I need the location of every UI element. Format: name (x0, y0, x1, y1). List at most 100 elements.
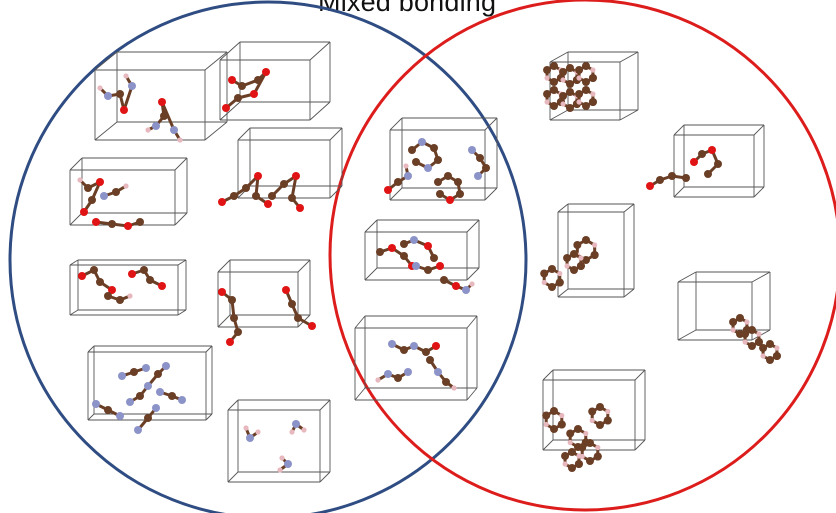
atom (376, 248, 384, 256)
atom (582, 102, 590, 110)
molecule (92, 400, 124, 420)
diagram-title: Mixed bonding (318, 0, 497, 17)
atom (568, 448, 576, 456)
atom (434, 178, 442, 186)
cell-edge (205, 345, 213, 353)
atom (422, 348, 430, 356)
cell-edge (484, 117, 498, 131)
atom (228, 296, 236, 304)
atom (646, 182, 654, 190)
atom (570, 266, 578, 274)
atom (250, 90, 258, 98)
atom (112, 188, 120, 196)
atom (394, 178, 402, 186)
atom (296, 204, 304, 212)
atom (92, 218, 100, 226)
atom (583, 430, 589, 437)
atom (595, 444, 601, 451)
atom (656, 176, 664, 184)
atom (288, 300, 296, 308)
molecule (573, 236, 599, 264)
unit-cell (219, 41, 331, 121)
atom (96, 278, 104, 286)
unit-cell (557, 203, 635, 298)
molecule (434, 172, 464, 204)
atom (588, 98, 597, 106)
cell-edge (753, 186, 765, 198)
atom (394, 374, 402, 382)
bond (122, 84, 134, 112)
atom (434, 368, 442, 376)
atom (774, 345, 780, 351)
unit-cell (364, 219, 480, 281)
atom (548, 283, 556, 291)
atom (567, 439, 573, 446)
cell-edge (174, 212, 188, 226)
atom (574, 425, 582, 433)
molecule (561, 448, 583, 472)
molecule (282, 286, 316, 330)
unit-cell (677, 271, 771, 341)
atom (104, 92, 112, 100)
right-set-circle (328, 0, 836, 512)
atom (144, 382, 152, 390)
atom (301, 427, 307, 433)
molecule (468, 146, 490, 180)
cell-edge (219, 101, 241, 121)
atom (550, 102, 558, 110)
cell-edge (466, 219, 480, 233)
molecule (126, 362, 170, 406)
atom (550, 78, 558, 86)
atom (279, 455, 285, 461)
atom (436, 190, 444, 198)
atom (288, 194, 296, 202)
atom (104, 292, 112, 300)
atom (593, 452, 602, 461)
molecule (412, 262, 444, 274)
atom (388, 340, 396, 348)
atom (708, 146, 716, 154)
atom (574, 460, 583, 468)
atom (242, 184, 250, 192)
atom (84, 184, 92, 192)
atom (668, 172, 676, 180)
cell-edge (677, 271, 697, 283)
unit-cell (354, 315, 478, 401)
cell-edge (753, 124, 765, 136)
cell-edge (174, 157, 188, 171)
atom (730, 327, 736, 333)
atom (566, 88, 574, 96)
cell-edge (364, 219, 378, 233)
molecule (588, 403, 612, 429)
atom (292, 172, 300, 180)
cell-edge (354, 315, 366, 329)
atom (586, 439, 594, 447)
atom (255, 429, 261, 435)
atom (430, 144, 438, 152)
atom (766, 356, 774, 364)
cell-edge (634, 369, 646, 381)
unit-cell (237, 127, 343, 199)
atom (748, 342, 756, 350)
cell-edge (557, 288, 569, 298)
cell-edge (673, 186, 685, 198)
atom (123, 73, 129, 79)
unit-cell (217, 259, 311, 328)
cell-edge (466, 267, 480, 281)
atom (742, 339, 748, 345)
molecule (566, 425, 590, 451)
cell-edge (204, 51, 228, 71)
atom (566, 80, 574, 88)
atom (575, 66, 584, 74)
molecule (741, 326, 763, 350)
molecule (575, 86, 597, 110)
atom (400, 240, 408, 248)
cell-edge (623, 203, 635, 213)
atom (100, 192, 108, 200)
atom (690, 158, 698, 166)
atom (140, 266, 148, 274)
cell-edge (94, 121, 118, 141)
atom (544, 75, 550, 81)
atom (543, 90, 552, 98)
atom (262, 68, 270, 76)
